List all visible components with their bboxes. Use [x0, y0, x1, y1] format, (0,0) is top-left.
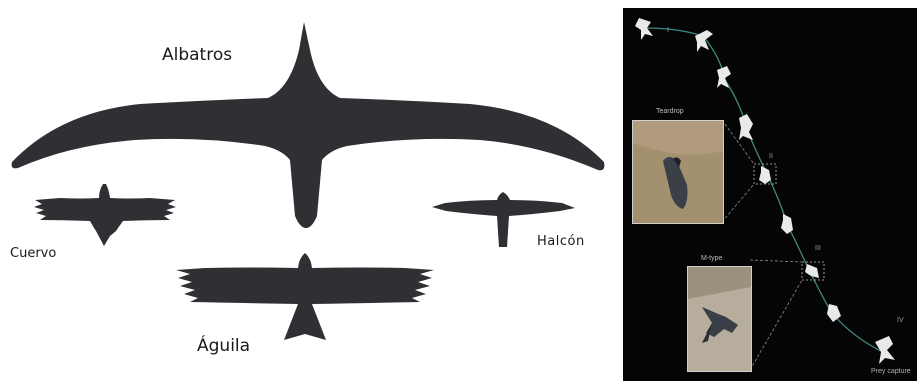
- label-halcon: Halcón: [537, 234, 585, 249]
- falcon-pose-6: [781, 214, 793, 234]
- label-aguila: Águila: [197, 336, 250, 356]
- teardrop-label: Teardrop: [656, 108, 684, 115]
- label-albatros: Albatros: [162, 45, 232, 65]
- falcon-pose-1: [635, 18, 653, 40]
- falcon-pose-8: [827, 304, 841, 322]
- silhouettes-svg: [0, 0, 622, 381]
- stoop-sequence-diagram: Teardrop M-type I II III IV Prey capture: [623, 8, 917, 381]
- teardrop-inset: [632, 120, 724, 224]
- phase-label-2: II: [769, 153, 773, 160]
- phase-label-1: I: [667, 27, 669, 34]
- prey-capture-label: Prey capture: [871, 368, 911, 375]
- falcon-pose-3: [717, 66, 731, 88]
- falcon-pose-5: [759, 166, 771, 184]
- aguila-silhouette: [176, 253, 434, 340]
- label-cuervo: Cuervo: [10, 246, 56, 261]
- phase-label-4: IV: [897, 317, 904, 324]
- falcon-pose-2: [695, 30, 713, 52]
- falcon-pose-7: [805, 264, 819, 278]
- mtype-label: M-type: [701, 255, 722, 262]
- mtype-inset: [687, 266, 752, 372]
- falcon-pose-4: [739, 114, 753, 140]
- cuervo-silhouette: [34, 184, 176, 246]
- phase-label-3: III: [815, 245, 821, 252]
- wing-silhouette-comparison: Albatros Cuervo Halcón Águila: [0, 0, 622, 381]
